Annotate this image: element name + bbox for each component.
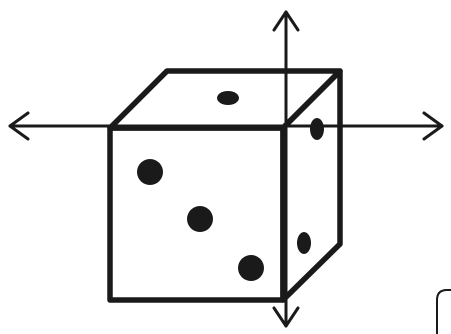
front-face-pips bbox=[137, 159, 264, 281]
side-pip-lower bbox=[297, 232, 311, 254]
cube bbox=[110, 71, 340, 300]
vertical-axis bbox=[274, 12, 298, 326]
side-face-pips bbox=[297, 118, 324, 254]
cube-side-face bbox=[283, 71, 340, 300]
front-pip-bottom-right bbox=[238, 255, 264, 281]
front-pip-center bbox=[187, 206, 213, 232]
top-pip bbox=[217, 91, 239, 105]
top-face-pips bbox=[217, 91, 239, 105]
side-pip-upper bbox=[310, 118, 324, 140]
front-pip-top-left bbox=[137, 159, 163, 185]
corner-frame-fragment bbox=[437, 290, 451, 334]
